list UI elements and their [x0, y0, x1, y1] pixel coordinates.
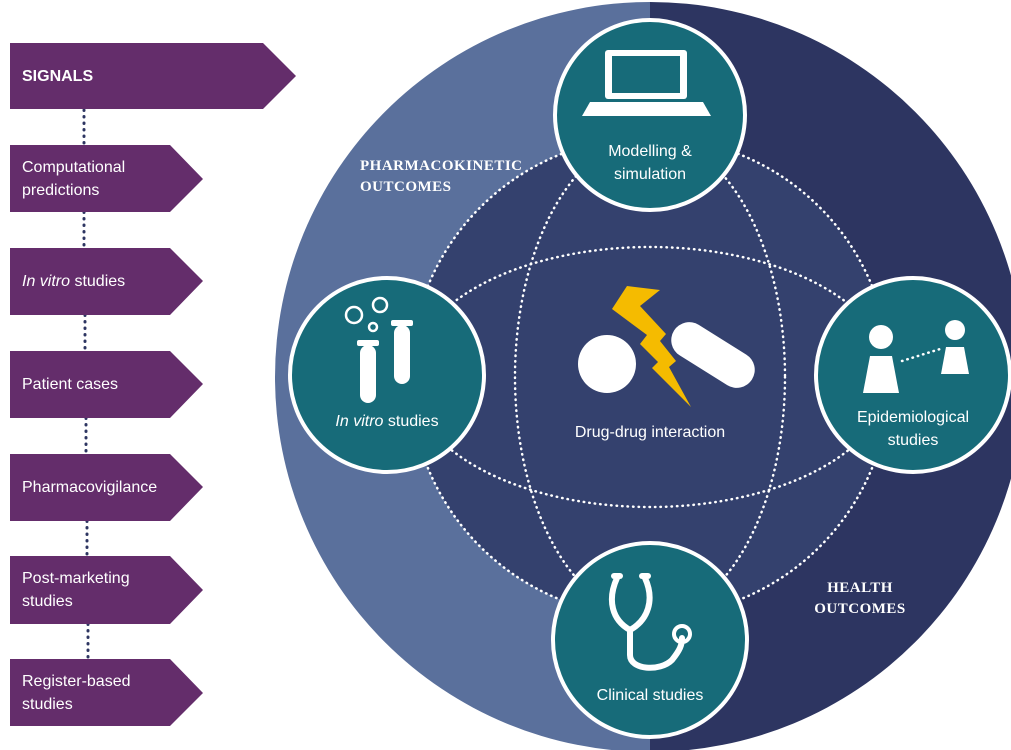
node-label-modelling: Modelling & simulation — [570, 140, 730, 186]
signal-label-rest: studies — [70, 273, 126, 290]
signal-label-line: studies — [22, 696, 73, 713]
signal-label-invitro: In vitro studies — [22, 270, 125, 293]
pharmacokinetic-outcomes-label: PHARMACOKINETIC OUTCOMES — [360, 156, 523, 198]
health-outcomes-label: HEALTH OUTCOMES — [808, 578, 912, 620]
stethoscope-earpiece-right — [639, 573, 651, 579]
signals-arrow — [10, 43, 296, 109]
signal-arrow-5 — [10, 556, 203, 624]
signals-header: SIGNALS — [22, 68, 94, 85]
signal-label-computational: Computational predictions — [22, 156, 125, 202]
outcome-line: OUTCOMES — [814, 601, 906, 617]
node-label-epidemiological: Epidemiological studies — [833, 406, 993, 452]
node-label-invitro: In vitro studies — [307, 410, 467, 433]
outcome-line: OUTCOMES — [360, 179, 452, 195]
signal-arrow-1 — [10, 145, 203, 212]
signal-arrow-6 — [10, 659, 203, 726]
stethoscope-earpiece-left — [611, 573, 623, 579]
signal-arrow-2 — [10, 248, 203, 315]
people-icon — [863, 320, 969, 393]
node-invitro — [288, 276, 486, 474]
signal-label-register-based: Register-based studies — [22, 670, 131, 716]
lightning-icon — [612, 286, 691, 407]
globe — [410, 137, 890, 617]
signal-label-post-marketing: Post-marketing studies — [22, 567, 130, 613]
node-label-line: Modelling & — [608, 143, 692, 160]
outcome-line: PHARMACOKINETIC — [360, 158, 523, 174]
signal-label-line: predictions — [22, 182, 100, 199]
pill-round — [578, 335, 636, 393]
node-label-italic: In vitro — [335, 413, 384, 430]
signals-connector — [82, 108, 90, 661]
signal-label-pharmacovigilance: Pharmacovigilance — [22, 479, 158, 496]
signal-label-line: Register-based — [22, 673, 131, 690]
node-clinical — [551, 541, 749, 739]
signal-label-line: studies — [22, 593, 73, 610]
node-label-clinical: Clinical studies — [596, 687, 704, 704]
signal-label-line: Computational — [22, 159, 126, 176]
laptop-icon — [582, 50, 711, 116]
stethoscope-icon — [608, 575, 692, 671]
center-label: Drug-drug interaction — [574, 424, 726, 441]
outcome-line: HEALTH — [827, 580, 893, 596]
signal-label-italic: In vitro — [22, 273, 71, 290]
signal-label-patient-cases: Patient cases — [22, 376, 119, 393]
signal-arrow-3 — [10, 351, 203, 418]
signal-label-line: Post-marketing — [22, 570, 130, 587]
signal-arrow-4 — [10, 454, 203, 521]
node-label-line: Epidemiological — [856, 409, 970, 426]
node-label-line: simulation — [613, 166, 687, 183]
test-tubes-icon — [344, 296, 413, 403]
pill-capsule — [671, 322, 755, 388]
node-label-line: studies — [887, 432, 939, 449]
node-label-rest: studies — [383, 413, 439, 430]
